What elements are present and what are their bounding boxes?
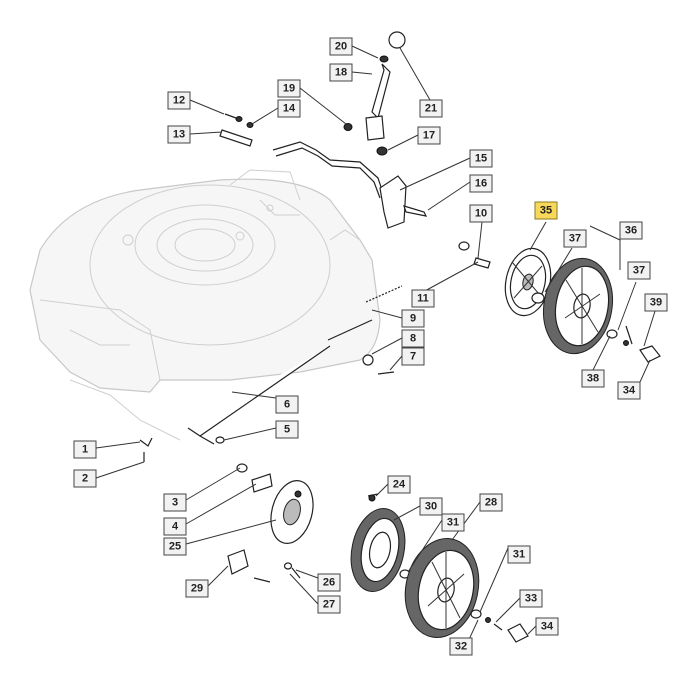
svg-text:35: 35: [540, 205, 552, 217]
svg-text:13: 13: [173, 129, 185, 141]
svg-text:28: 28: [485, 497, 497, 509]
callout-labels: 20 18 21 19 12 14 13 17 15 16 10 35 37 3…: [73, 37, 668, 656]
callout-32: 32: [449, 637, 473, 656]
svg-text:5: 5: [284, 424, 290, 436]
front-wheel: [404, 538, 529, 643]
callout-28: 28: [479, 493, 503, 512]
svg-text:38: 38: [587, 373, 599, 385]
callout-4: 4: [163, 517, 187, 536]
svg-text:37: 37: [633, 265, 645, 277]
callout-36: 36: [619, 221, 643, 240]
svg-text:16: 16: [475, 178, 487, 190]
callout-17: 17: [417, 126, 441, 145]
svg-text:31: 31: [447, 517, 459, 529]
svg-text:8: 8: [410, 333, 416, 345]
svg-text:9: 9: [410, 313, 416, 325]
callout-16: 16: [469, 174, 493, 193]
callout-31-b: 31: [507, 545, 531, 564]
svg-text:29: 29: [191, 583, 203, 595]
svg-text:10: 10: [475, 208, 487, 220]
callout-37-a: 37: [563, 229, 587, 248]
callout-15: 15: [469, 149, 493, 168]
svg-text:19: 19: [283, 83, 295, 95]
svg-text:20: 20: [335, 41, 347, 53]
callout-26: 26: [317, 573, 341, 592]
svg-text:37: 37: [569, 233, 581, 245]
svg-text:24: 24: [393, 479, 406, 491]
callout-2: 2: [73, 469, 97, 488]
callout-7: 7: [401, 347, 425, 366]
svg-text:6: 6: [284, 399, 290, 411]
svg-text:39: 39: [650, 297, 662, 309]
callout-30: 30: [419, 497, 443, 516]
front-hub-parts: [227, 463, 314, 583]
svg-text:4: 4: [172, 521, 179, 533]
svg-text:27: 27: [323, 599, 335, 611]
front-axle-rod: [272, 141, 491, 269]
svg-text:34: 34: [623, 385, 636, 397]
callout-25: 25: [163, 537, 187, 556]
callout-9: 9: [401, 309, 425, 328]
callout-34-a: 34: [617, 381, 641, 400]
springs-and-rods: [139, 285, 403, 462]
callout-20: 20: [329, 37, 353, 56]
pins-and-clips-top: [219, 113, 254, 147]
callout-1: 1: [73, 440, 97, 459]
svg-text:12: 12: [173, 95, 185, 107]
svg-text:32: 32: [455, 641, 467, 653]
callout-8: 8: [401, 329, 425, 348]
callout-14: 14: [277, 99, 301, 118]
callout-33: 33: [519, 589, 543, 608]
callout-39: 39: [644, 293, 668, 312]
callout-18: 18: [329, 63, 353, 82]
callout-11: 11: [411, 289, 435, 308]
callout-13: 13: [167, 125, 191, 144]
svg-text:3: 3: [172, 497, 178, 509]
svg-text:26: 26: [323, 577, 335, 589]
leader-lines: [95, 45, 657, 647]
svg-text:2: 2: [82, 473, 88, 485]
svg-text:17: 17: [423, 130, 435, 142]
callout-34-b: 34: [535, 617, 559, 636]
callout-3: 3: [163, 493, 187, 512]
svg-text:33: 33: [525, 593, 537, 605]
svg-text:7: 7: [410, 351, 416, 363]
callout-38: 38: [581, 369, 605, 388]
svg-text:21: 21: [425, 103, 437, 115]
svg-text:14: 14: [283, 103, 296, 115]
svg-text:36: 36: [625, 225, 637, 237]
callout-27: 27: [317, 595, 341, 614]
callout-10: 10: [469, 204, 493, 223]
svg-text:30: 30: [425, 501, 437, 513]
callout-21: 21: [419, 99, 443, 118]
callout-19: 19: [277, 79, 301, 98]
svg-text:25: 25: [169, 541, 181, 553]
svg-text:11: 11: [417, 293, 429, 305]
callout-31-a: 31: [441, 513, 465, 532]
svg-text:18: 18: [335, 67, 347, 79]
callout-5: 5: [275, 420, 299, 439]
front-gear-ring: [350, 493, 411, 592]
callout-12: 12: [167, 91, 191, 110]
svg-text:31: 31: [513, 549, 525, 561]
svg-text:34: 34: [541, 621, 554, 633]
callout-37-b: 37: [627, 261, 651, 280]
svg-text:1: 1: [82, 444, 88, 456]
callout-24: 24: [387, 475, 411, 494]
callout-6: 6: [275, 395, 299, 414]
mower-deck: [29, 169, 381, 441]
height-adjust-lever: [343, 31, 406, 156]
callout-35: 35: [534, 201, 558, 220]
svg-text:15: 15: [475, 153, 487, 165]
rear-wheel: [531, 257, 661, 363]
callout-29: 29: [185, 579, 209, 598]
